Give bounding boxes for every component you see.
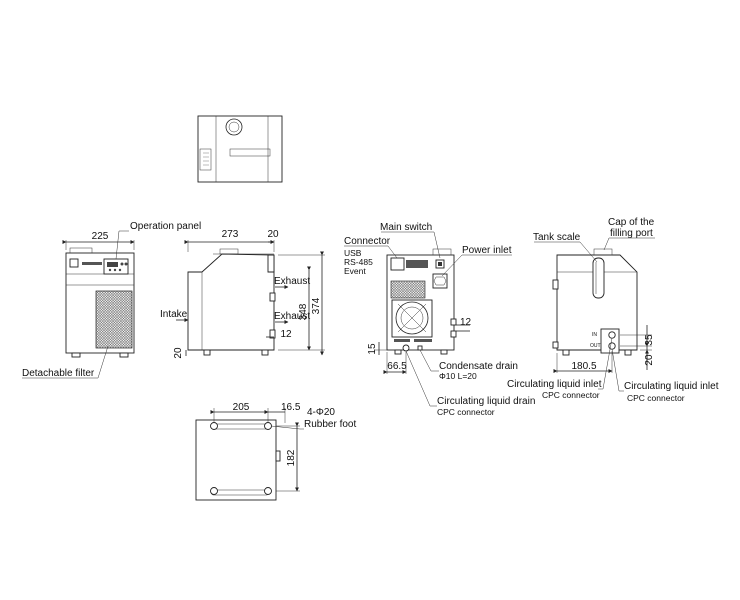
dim-front-width: 225 [92, 231, 109, 242]
rubber-foot [210, 487, 218, 495]
label-rubber-foot: Rubber foot [304, 419, 356, 430]
label-rs485: RS-485 [344, 257, 373, 267]
label-cpc-outlet: CPC connector [627, 393, 685, 403]
label-circulating-inlet: Circulating liquid inlet [507, 379, 602, 390]
detachable-filter [95, 290, 133, 349]
dim-right-conn-height: 35 [644, 334, 655, 346]
label-intake: Intake [160, 309, 188, 320]
side-view [176, 240, 325, 356]
bottom-view [195, 408, 300, 501]
rubber-foot [210, 422, 218, 430]
top-view [197, 115, 283, 183]
dim-rear-bottom-gap: 15 [367, 343, 378, 355]
power-inlet [432, 273, 448, 289]
label-cap-line2: filling port [610, 228, 653, 239]
label-power-inlet: Power inlet [462, 245, 512, 256]
label-connector: Connector [344, 236, 391, 247]
label-main-switch: Main switch [380, 222, 432, 233]
rubber-foot [264, 422, 272, 430]
dim-side-depth: 273 [222, 229, 239, 240]
filling-cap-top [225, 118, 243, 136]
outlet-port [608, 342, 616, 350]
inlet-port [608, 331, 616, 339]
label-condensate-drain: Condensate drain [439, 361, 518, 372]
dim-right-conn-depth: 180.5 [571, 361, 596, 372]
label-cpc-drain: CPC connector [437, 407, 495, 417]
rear-view [374, 248, 470, 374]
label-operation-panel: Operation panel [130, 221, 201, 232]
dim-side-height-inner: 348 [298, 303, 309, 320]
dim-side-top-offset: 20 [267, 229, 279, 240]
port-in-label: IN [592, 332, 597, 338]
label-circulating-outlet: Circulating liquid inlet [624, 381, 719, 392]
connector-block [390, 257, 405, 271]
dim-bottom-width: 182 [286, 449, 297, 466]
right-view [552, 248, 652, 373]
handle-top [229, 148, 271, 157]
fan-guard [391, 299, 433, 338]
logo-badge [69, 258, 79, 268]
dim-side-height-total: 374 [311, 297, 322, 314]
port-out-label: OUT [590, 343, 601, 349]
label-tank-scale: Tank scale [533, 232, 581, 243]
circulating-drain [402, 344, 410, 352]
rear-label [406, 260, 428, 268]
dim-rear-right-gap: 12 [460, 317, 472, 328]
label-exhaust-lower: Exhaust [274, 311, 310, 322]
label-event: Event [344, 266, 366, 276]
rubber-foot [264, 487, 272, 495]
dim-bottom-length: 205 [233, 402, 250, 413]
front-view [62, 240, 135, 358]
filling-port-cap [593, 248, 613, 256]
dim-side-foot-height: 20 [173, 347, 184, 359]
label-exhaust-upper: Exhaust [274, 276, 310, 287]
dim-rear-drain-offset: 66.5 [387, 361, 407, 372]
label-detachable-filter: Detachable filter [22, 368, 95, 379]
label-usb: USB [344, 248, 362, 258]
label-circulating-drain: Circulating liquid drain [437, 396, 535, 407]
dim-right-conn-bottom: 20 [644, 354, 655, 366]
tank-scale [592, 257, 605, 299]
dim-bottom-overhang: 16.5 [281, 402, 301, 413]
dim-side-exhaust-gap: 12 [280, 329, 292, 340]
label-cap-line1: Cap of the [608, 217, 655, 228]
label-condensate-spec: Φ10 L=20 [439, 371, 477, 381]
label-cpc-inlet: CPC connector [542, 390, 600, 400]
dim-foot-spec: 4-Φ20 [307, 407, 335, 418]
brand-label [82, 262, 102, 265]
rear-vent [390, 280, 426, 299]
